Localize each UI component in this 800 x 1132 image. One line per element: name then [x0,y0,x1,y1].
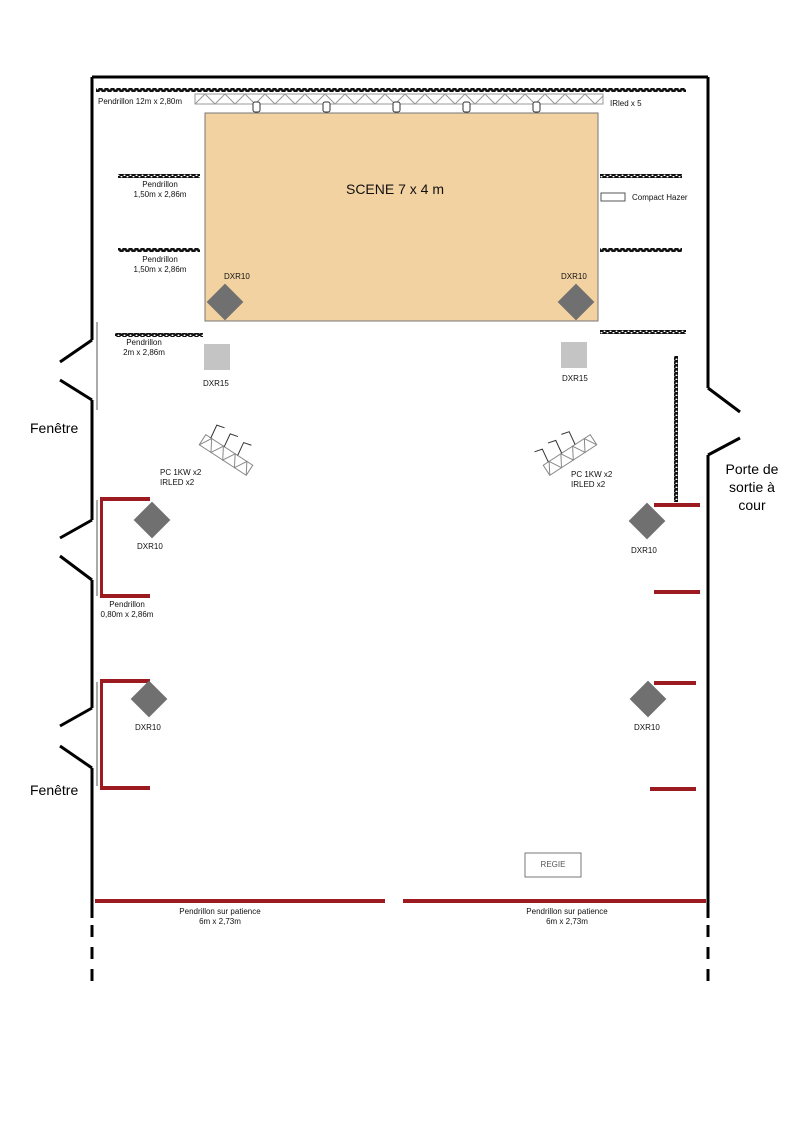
top-curtain-label: Pendrillon 12m x 2,80m [98,97,183,106]
speaker-label-stage-right: DXR10 [561,272,587,281]
irled-icon [462,101,471,113]
speaker-label-dxr15-left: DXR15 [203,379,229,388]
speaker-label-low-left: DXR10 [135,723,161,732]
red-curtain [100,500,103,595]
red-curtain [100,497,150,501]
top-curtain [96,88,686,92]
red-curtain [654,503,700,507]
speakers [130,283,667,718]
wall-continuation-dashes [90,925,710,985]
speaker-dxr10-stage-right [557,283,595,321]
speaker-dxr10-mid-left [133,501,171,539]
red-curtains [95,497,706,903]
speaker-dxr10-mid-right [628,502,666,540]
window-label-upper: Fenêtre [30,420,79,436]
speaker-dxr15-right [561,342,587,368]
curtain-2m-left [115,333,203,337]
speaker-dxr10-low-right [629,680,667,718]
red-curtain [100,786,150,790]
irled-icon [392,101,401,113]
red-curtain [654,681,696,685]
exit-door [707,386,741,457]
window-upper [59,322,98,410]
stage [204,112,599,322]
window-label-lower: Fenêtre [30,782,79,798]
speaker-dxr15-left [204,344,230,370]
regie-box [524,852,582,878]
patience-curtain-right [403,899,706,903]
red-curtain [100,679,150,683]
speaker-label-mid-left: DXR10 [137,542,163,551]
curtain-150-right-a [600,174,682,178]
speaker-dxr10-low-left [130,680,168,718]
irled-icon [532,101,541,113]
red-curtain [100,682,103,788]
speaker-label-low-right: DXR10 [634,723,660,732]
red-curtain [650,787,696,791]
red-curtain [100,594,150,598]
curtain-150-left-a [118,174,200,178]
stage-label: SCENE 7 x 4 m [345,181,445,197]
curtain-150-right-b [600,248,682,252]
irled-icon [252,101,261,113]
curtain-right-vertical [674,356,678,502]
hazer-icon [600,192,626,202]
truss-right [534,431,598,476]
red-curtain [654,590,700,594]
speaker-label-stage-left: DXR10 [224,272,250,281]
speaker-dxr10-stage-left [206,283,244,321]
truss-left [198,424,254,476]
speaker-label-dxr15-right: DXR15 [562,374,588,383]
window-lower [59,500,98,786]
patience-curtain-left [95,899,385,903]
curtain-2m-right [600,330,686,334]
room-walls [90,75,710,918]
black-curtains [115,174,686,502]
curtain-150-left-b [118,248,200,252]
irled-label: IRled x 5 [610,99,642,108]
irled-fixtures [252,101,541,113]
irled-icon [322,101,331,113]
hazer-label: Compact Hazer [632,193,688,202]
regie-label: REGIE [540,860,566,869]
speaker-label-mid-right: DXR10 [631,546,657,555]
